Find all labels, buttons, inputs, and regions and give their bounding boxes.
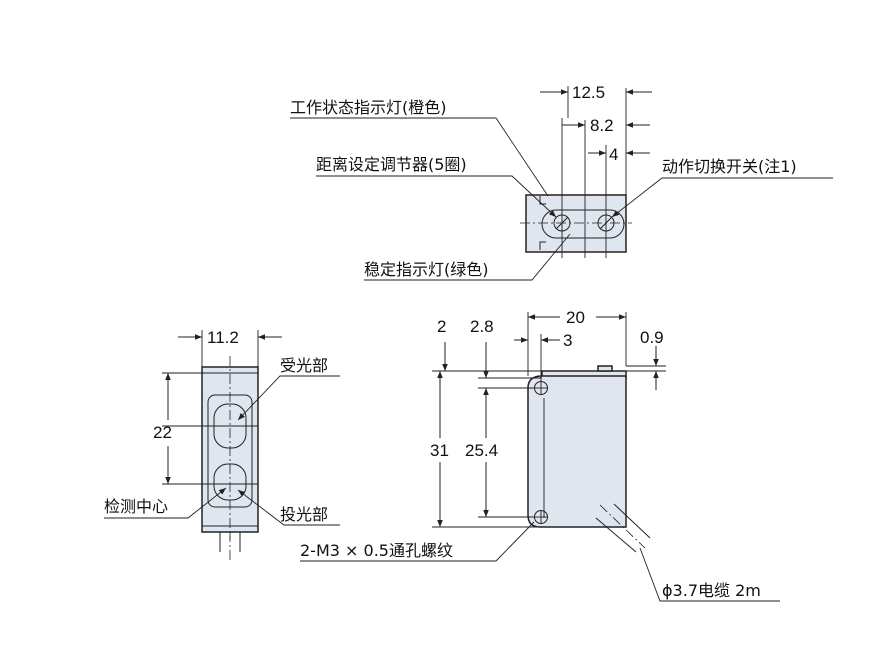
label-sensing-center: 检测中心 bbox=[104, 497, 168, 516]
leader-cable bbox=[639, 547, 780, 602]
dim-25-4: 25.4 bbox=[465, 441, 498, 460]
side-view-top-bump bbox=[597, 365, 613, 372]
leader-mode-switch bbox=[611, 177, 833, 218]
dim-0-9: 0.9 bbox=[640, 328, 664, 347]
label-distance-adjuster: 距离设定调节器(5圈) bbox=[316, 155, 467, 174]
label-cable: ϕ3.7电缆 2m bbox=[662, 581, 761, 600]
leader-operation-indicator bbox=[290, 117, 549, 197]
leader-thread bbox=[300, 521, 535, 562]
side-view-cable-centerline bbox=[599, 504, 646, 549]
side-view-cable bbox=[595, 503, 651, 553]
dim-3: 3 bbox=[563, 331, 572, 350]
dim-12-5: 12.5 bbox=[572, 83, 605, 102]
top-view: 12.5 8.2 4 工作状态指示灯(橙色) 距离设定调节器(5圈) 动作切换开… bbox=[290, 83, 833, 281]
leader-stability-indicator bbox=[364, 233, 571, 281]
top-view-knob-housing bbox=[541, 209, 625, 239]
top-view-notch-left-bottom bbox=[539, 241, 546, 250]
label-mode-switch: 动作切换开关(注1) bbox=[662, 157, 797, 176]
dim-11-2: 11.2 bbox=[207, 328, 239, 347]
label-stability-indicator: 稳定指示灯(绿色) bbox=[364, 260, 489, 279]
front-view-cable bbox=[219, 532, 241, 552]
label-receiver: 受光部 bbox=[280, 356, 328, 375]
front-view: 11.2 22 受光部 投光部 检测中心 bbox=[104, 328, 340, 560]
label-thread: 2-M3 × 0.5通孔螺纹 bbox=[300, 541, 453, 560]
leader-distance-adjuster bbox=[316, 175, 557, 218]
dim-4: 4 bbox=[609, 145, 618, 164]
label-emitter: 投光部 bbox=[280, 505, 328, 524]
leader-receiver bbox=[237, 375, 340, 421]
side-view-body bbox=[527, 375, 627, 528]
leader-sensing-center bbox=[104, 487, 227, 519]
top-view-notch-left bbox=[539, 196, 546, 205]
dim-8-2: 8.2 bbox=[590, 116, 614, 135]
label-operation-indicator: 工作状态指示灯(橙色) bbox=[290, 98, 447, 117]
dim-20: 20 bbox=[566, 308, 585, 327]
dim-31: 31 bbox=[430, 441, 449, 460]
dim-22: 22 bbox=[153, 423, 172, 442]
leader-emitter bbox=[237, 489, 340, 526]
dim-2-8: 2.8 bbox=[470, 317, 494, 336]
dim-2: 2 bbox=[437, 317, 446, 336]
side-view: 20 3 2 2.8 31 25.4 0.9 2-M3 × 0.5通孔 bbox=[300, 308, 780, 602]
